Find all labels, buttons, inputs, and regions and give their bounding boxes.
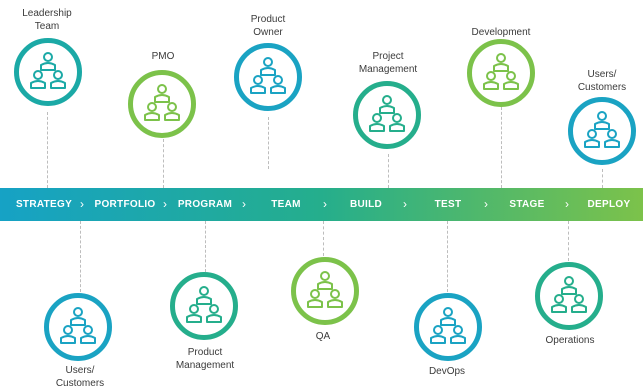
- role-circle-devops: [414, 293, 482, 361]
- team-icon: [483, 53, 519, 90]
- stage-strategy: STRATEGY: [15, 199, 73, 210]
- connector-line: [501, 107, 502, 188]
- role-label-users-customers-bottom: Users/ Customers: [55, 365, 105, 389]
- role-circle-qa: [291, 257, 359, 325]
- role-label-operations: Operations: [545, 335, 595, 346]
- role-circle-product-owner: [234, 43, 302, 111]
- connector-line: [447, 221, 448, 292]
- connector-line: [80, 221, 81, 292]
- team-icon: [369, 95, 405, 132]
- connector-line: [568, 221, 569, 261]
- role-circle-users-customers-bottom: [44, 293, 112, 361]
- connector-line: [268, 117, 269, 169]
- team-icon: [551, 276, 587, 313]
- pipeline-band: [0, 188, 643, 221]
- chevron-right-icon: ›: [163, 197, 167, 211]
- stage-team: TEAM: [271, 199, 301, 210]
- chevron-right-icon: ›: [80, 197, 84, 211]
- team-icon: [30, 52, 66, 89]
- team-icon: [307, 271, 343, 308]
- role-circle-leadership-team: [14, 38, 82, 106]
- chevron-right-icon: ›: [403, 197, 407, 211]
- team-icon: [60, 307, 96, 344]
- connector-line: [47, 112, 48, 188]
- connector-line: [163, 139, 164, 188]
- role-label-devops: DevOps: [428, 366, 466, 377]
- chevron-right-icon: ›: [484, 197, 488, 211]
- connector-line: [205, 221, 206, 272]
- connector-line: [388, 154, 389, 188]
- team-icon: [250, 57, 286, 94]
- role-label-product-management: Product Management: [175, 347, 235, 371]
- chevron-right-icon: ›: [242, 197, 246, 211]
- role-circle-development: [467, 39, 535, 107]
- stage-program: PROGRAM: [177, 199, 233, 210]
- role-label-development: Development: [471, 27, 531, 38]
- team-icon: [144, 84, 180, 121]
- role-label-project-management: Project Management: [358, 51, 418, 75]
- role-label-product-owner: Product Owner: [250, 14, 286, 38]
- role-circle-users-customers-top: [568, 97, 636, 165]
- connector-line: [602, 169, 603, 188]
- role-circle-pmo: [128, 70, 196, 138]
- role-label-qa: QA: [315, 331, 331, 342]
- role-label-leadership-team: Leadership Team: [22, 8, 72, 32]
- role-circle-operations: [535, 262, 603, 330]
- chevron-right-icon: ›: [565, 197, 569, 211]
- stage-deploy: DEPLOY: [587, 199, 631, 210]
- stage-portfolio: PORTFOLIO: [94, 199, 156, 210]
- team-icon: [584, 111, 620, 148]
- role-label-users-customers-top: Users/ Customers: [577, 69, 627, 93]
- stage-stage: STAGE: [509, 199, 545, 210]
- team-icon: [430, 307, 466, 344]
- stage-test: TEST: [434, 199, 462, 210]
- connector-line: [323, 221, 324, 256]
- role-circle-project-management: [353, 81, 421, 149]
- stage-build: BUILD: [349, 199, 383, 210]
- chevron-right-icon: ›: [323, 197, 327, 211]
- team-icon: [186, 286, 222, 323]
- role-label-pmo: PMO: [151, 51, 175, 62]
- role-circle-product-management: [170, 272, 238, 340]
